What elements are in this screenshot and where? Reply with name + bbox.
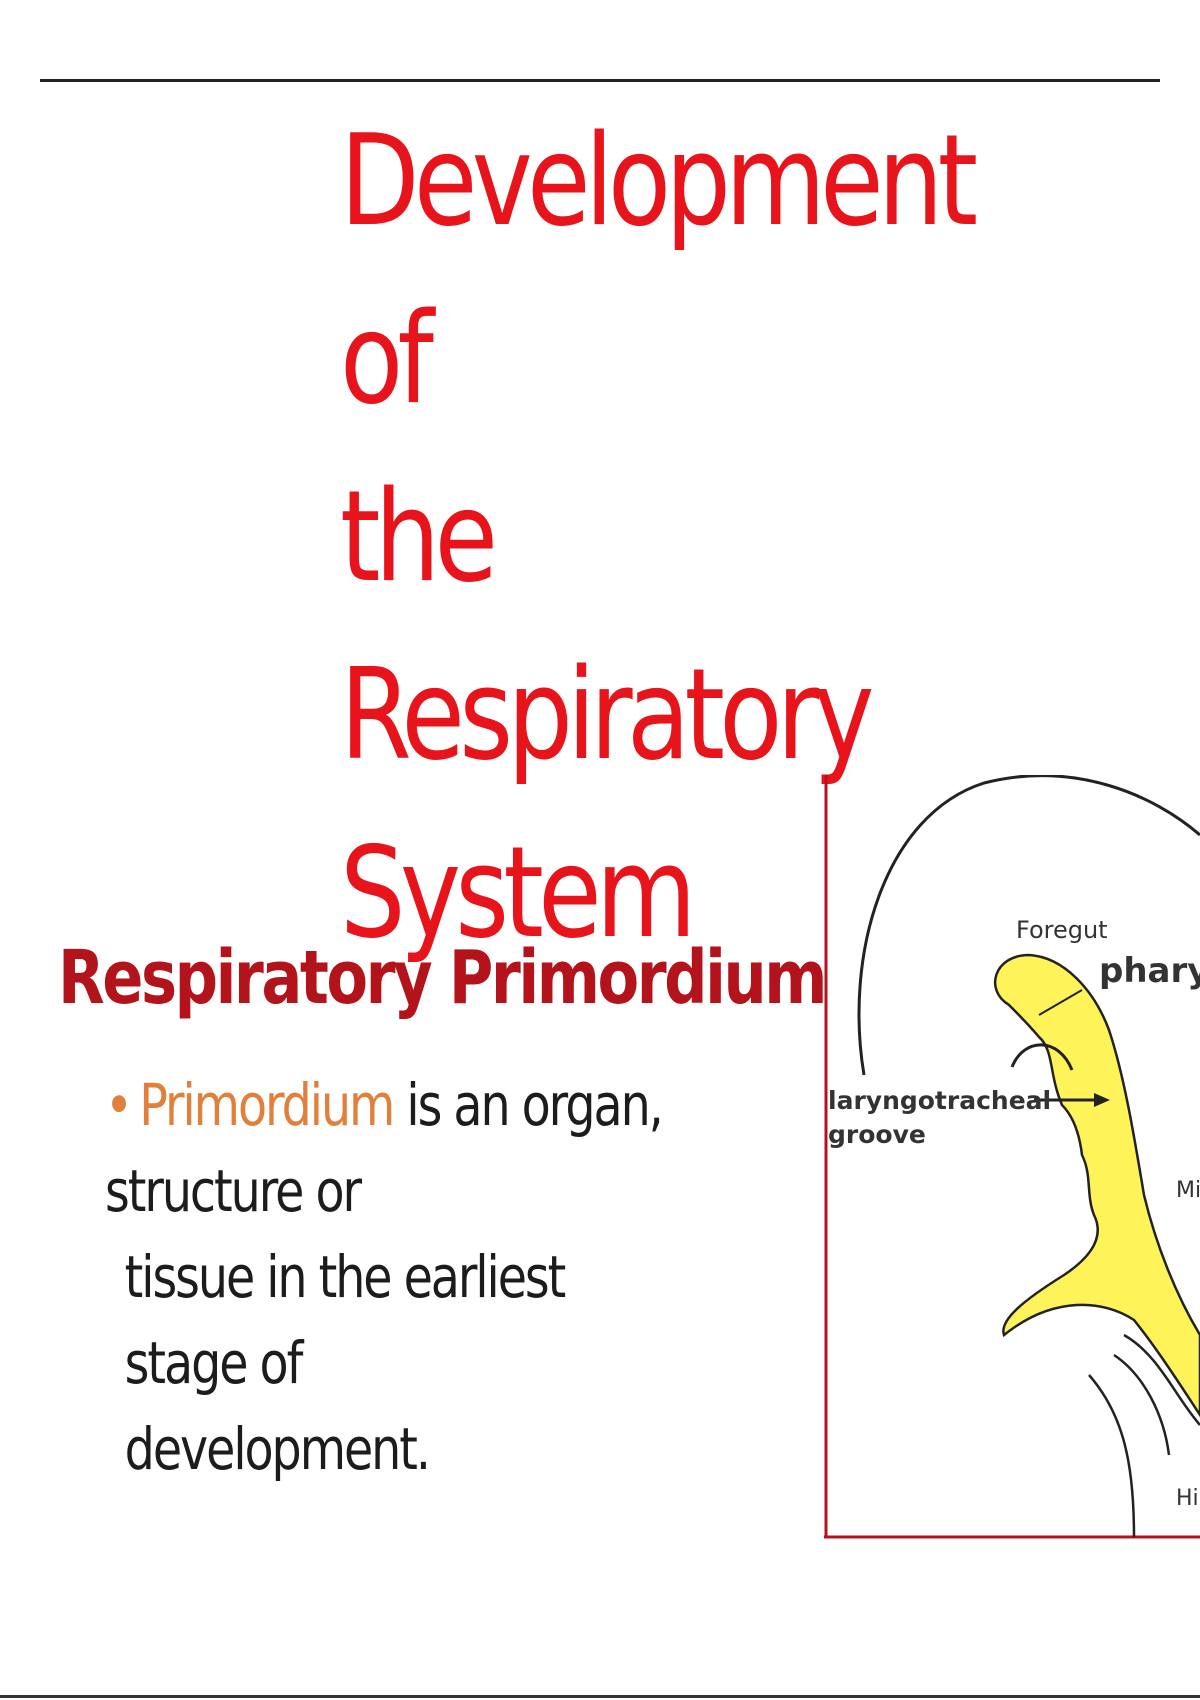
label-pharynx: phary	[1099, 951, 1200, 991]
foregut-shape	[993, 953, 1200, 1418]
gut-curve-2	[1113, 1353, 1171, 1456]
bullet-dot-icon: •	[105, 1071, 133, 1139]
bullet-text-3: development.	[124, 1415, 431, 1483]
gut-curve-1	[1123, 1333, 1200, 1426]
label-hindgut: Hi	[1176, 1486, 1199, 1511]
diagram-svg: Foregut phary laryngotracheal groove Mi …	[824, 775, 1200, 1539]
groove-curve	[1010, 1043, 1074, 1071]
label-foregut: Foregut	[1016, 916, 1108, 944]
bullet-text-2: tissue in the earliest stage of	[124, 1243, 567, 1397]
bottom-divider	[0, 1695, 1200, 1698]
label-groove-1: laryngotracheal	[828, 1086, 1051, 1115]
section-heading: Respiratory Primordium	[58, 935, 827, 1021]
groove-arrow-head-icon	[1094, 1093, 1110, 1107]
slide-title: Development of the Respiratory System	[340, 92, 978, 982]
bullet-item: •Primordium is an organ, structure or ti…	[105, 1062, 695, 1492]
label-groove-2: groove	[828, 1120, 926, 1149]
label-midgut: Mi	[1176, 1178, 1200, 1203]
bullet-term: Primordium	[139, 1071, 395, 1139]
bullet-text-1: is an organ, structure or	[105, 1071, 664, 1225]
gut-curve-3	[1088, 1374, 1136, 1538]
foregut-diagram: Foregut phary laryngotracheal groove Mi …	[824, 775, 1200, 1540]
top-divider	[40, 79, 1160, 82]
title-line-2: the Respiratory	[340, 463, 875, 788]
embryo-outline	[857, 775, 1200, 1076]
title-line-3: System	[340, 819, 697, 966]
title-line-1: Development of	[340, 107, 978, 432]
pharynx-pointer	[1038, 989, 1083, 1016]
